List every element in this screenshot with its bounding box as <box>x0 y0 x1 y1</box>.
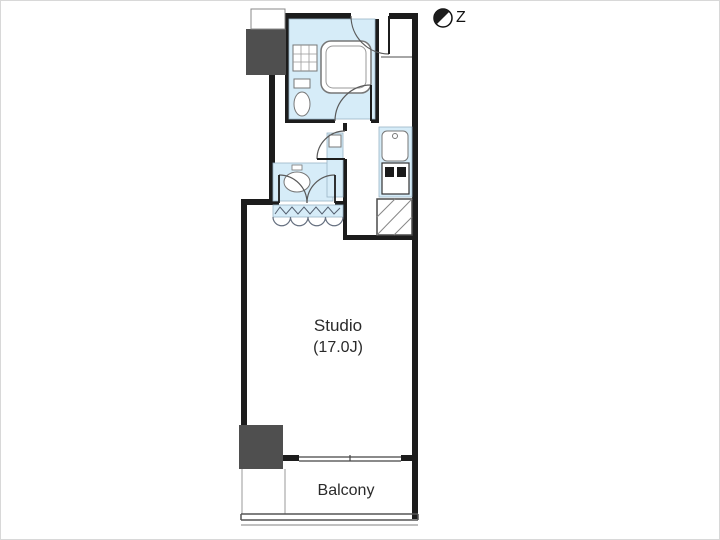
stove-burner-left <box>385 167 394 177</box>
washer-faucet-box <box>328 134 342 148</box>
columns <box>239 29 286 469</box>
wall-corridor-b <box>343 159 347 239</box>
north-letter: Z <box>456 9 466 26</box>
wall-left-upper <box>269 73 275 205</box>
wall-right <box>412 13 418 519</box>
wall-bath-bottom-a <box>285 119 335 123</box>
column-bottom-left <box>239 425 283 469</box>
entry-door-arc <box>350 15 390 55</box>
stove-burner-right <box>397 167 406 177</box>
wall-closet-top-a <box>269 201 279 205</box>
kitchen-fixtures <box>376 130 413 236</box>
studio-name: Studio <box>313 316 363 335</box>
balcony-label: Balcony <box>286 482 406 500</box>
wall-bottom-a <box>283 455 299 461</box>
wall-studio-topright <box>343 235 418 240</box>
closet-scallops <box>272 216 344 227</box>
doors <box>278 15 390 204</box>
kitchen-faucet <box>392 133 398 139</box>
washplace-pan <box>292 44 318 72</box>
wall-bath-bottom-b <box>371 119 379 123</box>
bathtub-inner <box>325 45 367 89</box>
closet-details <box>272 206 344 227</box>
toilet-tank <box>293 78 311 89</box>
wall-closet-top-b <box>335 201 347 205</box>
closet-door-left-arc <box>278 174 308 204</box>
north-indicator: Z <box>431 6 466 30</box>
column-top-left <box>246 29 286 75</box>
wall-top-right <box>389 13 418 19</box>
vanity-door-arc <box>316 130 346 160</box>
walls <box>241 13 418 519</box>
wall-step <box>241 199 275 205</box>
fridge-hatch <box>376 198 413 236</box>
bath-door-arc <box>334 84 372 122</box>
pipe-shaft <box>250 8 286 30</box>
balcony-left-line <box>241 469 286 514</box>
wall-top-left <box>285 13 351 19</box>
studio-label: Studio (17.0J) <box>278 315 398 358</box>
bathroom-fixtures <box>292 40 372 117</box>
studio-size: (17.0J) <box>313 339 363 356</box>
wall-bottom-b <box>401 455 418 461</box>
detail-lines <box>240 56 419 526</box>
balcony-railing <box>240 513 419 521</box>
wall-bath-right <box>375 19 379 123</box>
wall-left-lower <box>241 199 247 429</box>
north-arrow-icon <box>433 8 453 28</box>
wall-corridor-a <box>343 123 347 131</box>
toilet-bowl <box>293 91 311 117</box>
balcony-name: Balcony <box>317 482 375 499</box>
vanity-faucet <box>291 164 303 171</box>
wall-bath-left <box>285 19 289 123</box>
bathtub-outer <box>320 40 372 94</box>
closet-hanger-zigzag <box>274 206 341 215</box>
sliding-window-lines <box>299 455 401 462</box>
closet-door-right-arc <box>306 174 336 204</box>
kitchen-sink <box>381 130 409 162</box>
washplace-grid <box>293 45 317 71</box>
